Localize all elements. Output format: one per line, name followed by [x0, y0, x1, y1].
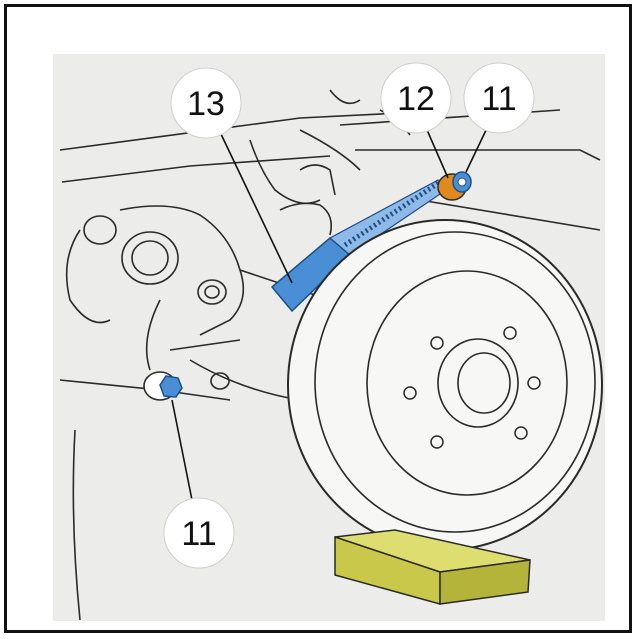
- leader-11-upper: [465, 125, 489, 173]
- callout-label-11-lower: 11: [181, 515, 216, 553]
- callout-label-11-upper: 11: [481, 80, 516, 118]
- callout-circle-12: [380, 62, 452, 134]
- support-block: [334, 529, 531, 605]
- callout-circle-13: [170, 67, 242, 139]
- leader-13: [219, 131, 293, 284]
- leader-lines: [171, 122, 489, 501]
- upper-fastener: [437, 171, 472, 201]
- leader-11-lower: [171, 399, 193, 501]
- lower-fastener: [143, 371, 183, 401]
- leader-12: [423, 122, 449, 179]
- callout-label-12: 12: [397, 80, 435, 118]
- brake-drum: [287, 219, 603, 551]
- callout-label-13: 13: [187, 85, 225, 123]
- callout-circle-11-upper: [463, 62, 535, 134]
- callout-circle-11-lower: [163, 497, 235, 569]
